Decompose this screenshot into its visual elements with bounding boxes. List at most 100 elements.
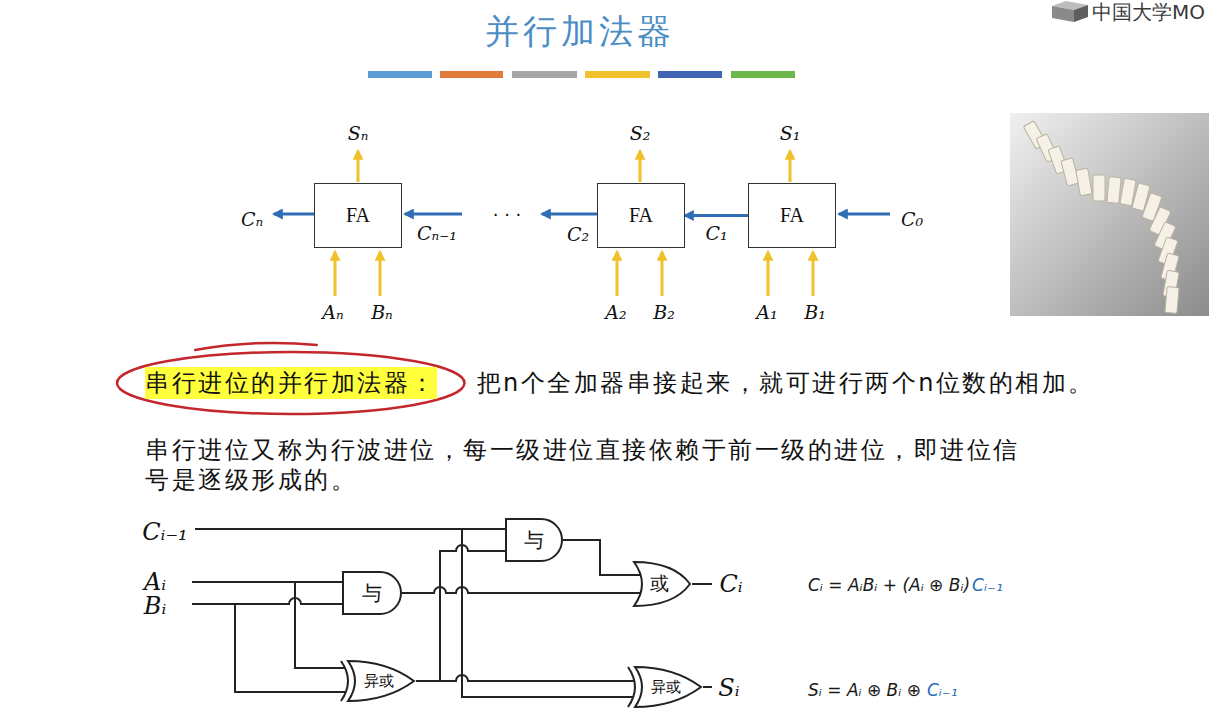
sum-signal: S₂	[630, 122, 651, 144]
carry-arrow	[405, 213, 462, 216]
operand-bit: Aₙ	[322, 301, 343, 323]
sum-signal: S₁	[780, 122, 801, 144]
operand-bit: B₁	[804, 301, 826, 323]
logo-face	[1052, 6, 1074, 22]
formula-term: Cᵢ₋₁	[927, 680, 958, 700]
input-wire	[235, 604, 340, 692]
node-label: 或	[650, 571, 669, 597]
photo-ground	[1010, 113, 1209, 316]
output-wire	[692, 583, 712, 585]
carry-arrow	[839, 213, 890, 216]
or-body	[634, 562, 690, 606]
gate-wires	[192, 529, 712, 697]
node-label: 异或	[364, 672, 394, 691]
formula-term: Cᵢ₋₁	[972, 575, 1003, 595]
full-adder-box: FA	[748, 183, 836, 248]
sum-formula: Sᵢ = Aᵢ ⊕ Bᵢ ⊕	[808, 680, 921, 700]
operand-bit: Bₙ	[371, 301, 393, 323]
carry-formula: Cᵢ = AᵢBᵢ + (Aᵢ ⊕ Bᵢ)	[808, 575, 970, 595]
input-wire	[195, 528, 505, 530]
gate-wire	[563, 540, 632, 575]
input-signal: Cᵢ₋₁	[142, 518, 187, 546]
node-label: FA	[346, 204, 370, 227]
xor-body	[635, 667, 701, 707]
input-arrow	[334, 252, 337, 296]
title-stripes	[368, 71, 795, 78]
operand-bit: B₂	[653, 301, 675, 323]
input-wire	[192, 581, 342, 583]
node-label: FA	[629, 204, 653, 227]
operand-bit: A₁	[756, 301, 777, 323]
carry-signal: C₀	[901, 208, 923, 230]
input-signal: Aᵢ	[144, 568, 166, 596]
xor-back	[628, 667, 635, 707]
bit-arrows	[335, 151, 813, 296]
input-arrow	[767, 252, 770, 296]
or-gate: 或	[632, 561, 692, 607]
ellipsis: · · ·	[493, 204, 522, 225]
stripe	[731, 71, 795, 78]
carry-signal: C₁	[705, 222, 727, 244]
domino	[1093, 175, 1105, 201]
carry-connector	[685, 214, 748, 217]
xor-body	[348, 661, 414, 701]
watermark: 中国大学MO	[1092, 0, 1205, 26]
input-arrow	[616, 252, 619, 296]
input-arrow	[379, 252, 382, 296]
input-arrow	[812, 252, 815, 296]
definition-text: 把n个全加器串接起来，就可进行两个n位数的相加。	[477, 367, 1095, 399]
carry-signal: Cₙ₋₁	[417, 222, 457, 244]
gate-wire	[416, 545, 505, 681]
input-stub	[627, 696, 633, 698]
hand-drawn-ring	[117, 343, 465, 414]
domino-photo	[1010, 113, 1209, 316]
input-wire	[192, 598, 342, 604]
input-wire	[295, 582, 340, 668]
and-gate: 与	[342, 571, 402, 615]
xor-back	[341, 661, 348, 701]
stripe	[585, 71, 650, 78]
node-label: 与	[524, 527, 544, 554]
sum-arrow	[639, 151, 642, 182]
paragraph-text: 串行进位又称为行波进位，每一级进位直接依赖于前一级的进位，即进位信号是逐级形成的…	[145, 435, 1035, 495]
stripe	[440, 71, 503, 78]
input-stub	[632, 574, 641, 576]
full-adder-box: FA	[314, 183, 402, 248]
xor-gate: 异或	[627, 666, 703, 708]
stripe	[368, 71, 432, 78]
logo-face	[1074, 5, 1088, 22]
sum-signal: Sₙ	[348, 122, 369, 144]
domino	[1165, 287, 1179, 314]
xor-gate: 异或	[340, 660, 416, 702]
node-label: FA	[780, 204, 804, 227]
domino-row	[1023, 121, 1179, 314]
node-label: 与	[362, 580, 382, 607]
carry-signal: C₂	[567, 223, 589, 245]
carry-signal: Cₙ	[241, 208, 263, 230]
output-signal: Cᵢ	[719, 570, 742, 598]
output-wire	[703, 686, 712, 688]
sum-arrow	[789, 151, 792, 182]
input-stub	[340, 667, 345, 669]
input-signal: Bᵢ	[144, 592, 166, 620]
carry-arrow	[542, 213, 597, 216]
gate-wire	[402, 587, 632, 593]
highlighted-term: 串行进位的并行加法器：	[145, 367, 437, 399]
domino	[1107, 177, 1121, 204]
slide-title: 并行加法器	[485, 9, 675, 55]
stripe	[512, 71, 577, 78]
sum-arrow	[357, 151, 360, 182]
node-label: 异或	[651, 678, 681, 697]
input-stub	[340, 691, 346, 693]
stripe	[658, 71, 722, 78]
and-gate: 与	[505, 518, 563, 562]
and-body	[506, 519, 562, 561]
full-adder-box: FA	[597, 183, 685, 248]
gate-wire	[416, 675, 627, 681]
output-signal: Sᵢ	[718, 674, 739, 702]
operand-bit: A₂	[605, 301, 626, 323]
input-stub	[627, 680, 634, 682]
